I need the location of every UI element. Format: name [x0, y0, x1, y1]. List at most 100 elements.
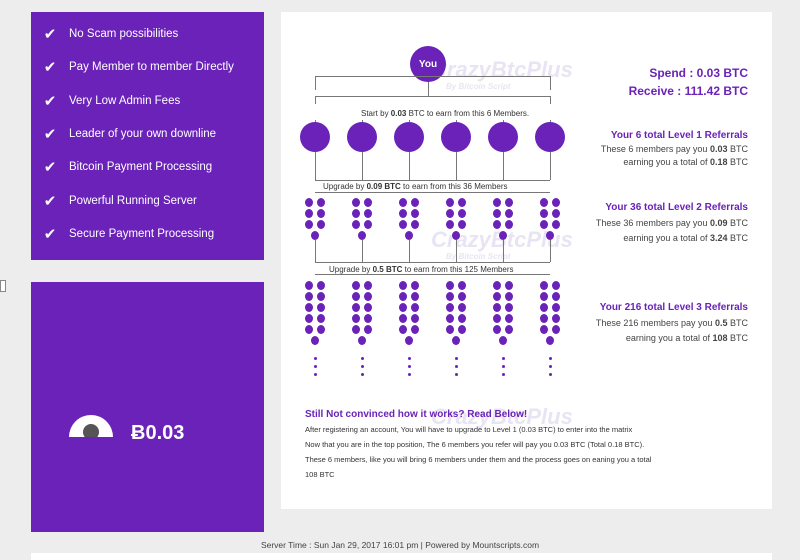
- level1-title: Your 6 total Level 1 Referrals: [610, 130, 748, 141]
- level3-member-dot: [364, 325, 372, 334]
- level3-member-dot: [305, 281, 313, 290]
- feature-label: Leader of your own downline: [69, 127, 217, 140]
- level3-title: Your 216 total Level 3 Referrals: [599, 302, 748, 313]
- level3-member-dot: [540, 292, 548, 301]
- more-indicator-dot: [455, 357, 458, 360]
- level2-member-dot: [552, 220, 560, 229]
- level2-member-dot: [540, 209, 548, 218]
- level3-member-dot: [311, 336, 319, 345]
- level3-member-dot: [452, 336, 460, 345]
- level3-member-dot: [317, 303, 325, 312]
- level3-member-dot: [317, 281, 325, 290]
- feature-item: ✔Bitcoin Payment Processing: [31, 156, 264, 178]
- more-indicator-dot: [408, 357, 411, 360]
- more-indicator-dot: [314, 365, 317, 368]
- connector-line: [409, 152, 410, 180]
- explain-heading: Still Not convinced how it works? Read B…: [305, 409, 528, 420]
- check-icon: ✔: [43, 92, 57, 110]
- level3-member-dot: [317, 292, 325, 301]
- check-icon: ✔: [43, 225, 57, 243]
- price-panel: Ƀ0.03: [31, 282, 264, 532]
- level1-member-node: [441, 122, 471, 152]
- level3-member-dot: [493, 325, 501, 334]
- level2-member-dot: [411, 220, 419, 229]
- level3-member-dot: [546, 336, 554, 345]
- level3-member-dot: [552, 292, 560, 301]
- feature-label: Very Low Admin Fees: [69, 94, 181, 107]
- level2-member-dot: [458, 198, 466, 207]
- explain-line-1: After registering an account, You will h…: [305, 425, 633, 434]
- more-indicator-dot: [502, 373, 505, 376]
- level1-member-node: [347, 122, 377, 152]
- check-icon: ✔: [43, 125, 57, 143]
- level2-member-dot: [452, 231, 460, 240]
- level2-member-dot: [505, 220, 513, 229]
- level2-member-dot: [399, 220, 407, 229]
- level1-member-node: [535, 122, 565, 152]
- level2-member-dot: [364, 220, 372, 229]
- more-indicator-dot: [455, 365, 458, 368]
- side-tab-icon[interactable]: [0, 280, 6, 292]
- feature-label: No Scam possibilities: [69, 28, 179, 40]
- more-indicator-dot: [502, 357, 505, 360]
- level3-member-dot: [458, 303, 466, 312]
- level2-member-dot: [405, 231, 413, 240]
- level3-member-dot: [458, 325, 466, 334]
- level3-member-dot: [493, 292, 501, 301]
- level3-member-dot: [364, 281, 372, 290]
- level2-member-dot: [305, 198, 313, 207]
- level2-member-dot: [305, 220, 313, 229]
- level3-member-dot: [364, 292, 372, 301]
- level3-member-dot: [552, 314, 560, 323]
- connector-line: [315, 240, 316, 262]
- level3-member-dot: [411, 303, 419, 312]
- connector-line: [409, 240, 410, 262]
- level3-member-dot: [352, 325, 360, 334]
- connector-line: [456, 240, 457, 262]
- level3-member-dot: [305, 314, 313, 323]
- feature-item: ✔ Powerful Running Server: [31, 190, 264, 212]
- feature-label: Powerful Running Server: [69, 194, 197, 207]
- feature-item: ✔ No Scam possibilities: [31, 23, 264, 45]
- level1-caption: Start by 0.03 BTC to earn from this 6 Me…: [361, 109, 530, 118]
- level3-member-dot: [552, 281, 560, 290]
- level2-member-dot: [358, 231, 366, 240]
- feature-item: ✔ Very Low Admin Fees: [31, 90, 264, 112]
- level3-member-dot: [458, 281, 466, 290]
- level3-member-dot: [399, 292, 407, 301]
- level3-member-dot: [552, 325, 560, 334]
- level3-member-dot: [493, 303, 501, 312]
- level3-member-dot: [540, 325, 548, 334]
- server-time-footer: Server Time : Sun Jan 29, 2017 16:01 pm …: [260, 540, 540, 550]
- level2-member-dot: [505, 209, 513, 218]
- level3-member-dot: [505, 314, 513, 323]
- level3-member-dot: [493, 314, 501, 323]
- level3-member-dot: [540, 281, 548, 290]
- check-icon: ✔: [43, 26, 57, 43]
- level3-member-dot: [446, 292, 454, 301]
- explain-line-4: 108 BTC: [305, 470, 335, 479]
- level3-member-dot: [352, 303, 360, 312]
- level2-member-dot: [317, 220, 325, 229]
- explain-line-2: Now that you are in the top position, Th…: [305, 440, 645, 449]
- level2-member-dot: [399, 198, 407, 207]
- feature-item: ✔Pay Member to member Directly: [31, 56, 264, 78]
- more-indicator-dot: [549, 365, 552, 368]
- feature-label: Bitcoin Payment Processing: [69, 161, 213, 174]
- level1-line2: earning you a total of 0.18 BTC: [623, 157, 748, 167]
- level2-title: Your 36 total Level 2 Referrals: [605, 202, 748, 213]
- level2-member-dot: [305, 209, 313, 218]
- level1-member-node: [488, 122, 518, 152]
- matrix-panel: CrazyBtcPlus By Bitcoin Script CrazyBtcP…: [281, 12, 772, 509]
- level2-member-dot: [458, 209, 466, 218]
- more-indicator-dot: [408, 365, 411, 368]
- check-icon: ✔: [43, 192, 57, 210]
- level2-member-dot: [493, 198, 501, 207]
- level2-member-dot: [317, 209, 325, 218]
- level2-member-dot: [317, 198, 325, 207]
- level2-member-dot: [399, 209, 407, 218]
- connector-line: [550, 152, 551, 180]
- feature-label: Secure Payment Processing: [69, 227, 215, 240]
- level3-member-dot: [364, 303, 372, 312]
- level3-member-dot: [458, 292, 466, 301]
